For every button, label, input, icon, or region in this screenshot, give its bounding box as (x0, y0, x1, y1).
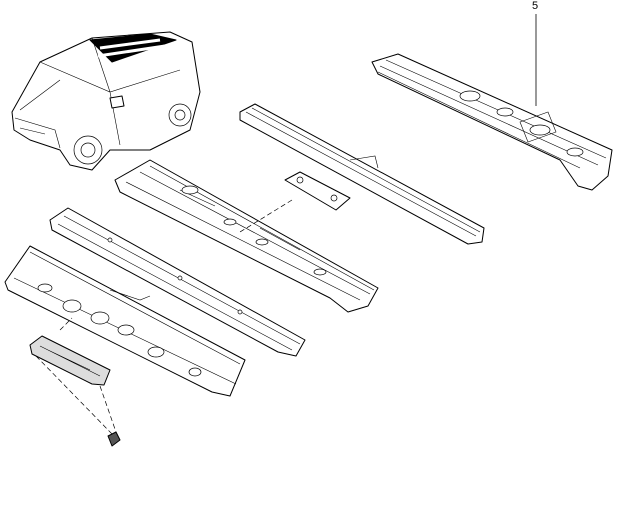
front-roof-panel (4, 245, 246, 397)
assembly-guide-lines (35, 199, 293, 435)
roof-bow-middle (114, 159, 379, 313)
callout-label-5: 5 (532, 0, 539, 12)
fastener-clip (107, 431, 121, 447)
vehicle-locator-image (11, 31, 201, 171)
roof-bow-rear (239, 103, 485, 245)
roof-bow-front (49, 207, 306, 357)
reinforcement-plate (284, 171, 351, 211)
mounting-bracket (29, 335, 111, 386)
rear-roof-panel (371, 53, 613, 191)
